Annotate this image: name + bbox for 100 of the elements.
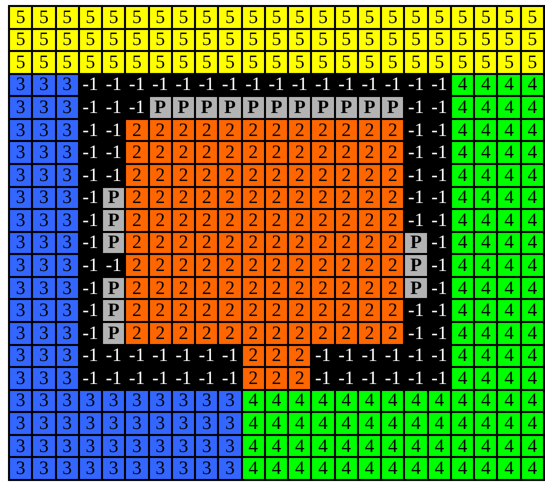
grid-cell: 5: [382, 7, 404, 28]
grid-cell: 3: [33, 278, 55, 298]
grid-cell: 2: [382, 278, 404, 298]
grid-cell: 5: [382, 52, 404, 73]
grid-cell: 3: [56, 458, 78, 479]
grid-cell: 5: [266, 52, 288, 73]
grid-cell: 4: [522, 278, 543, 298]
grid-cell: 3: [33, 436, 55, 456]
grid-cell: 2: [242, 164, 264, 186]
grid-cell: 4: [475, 232, 496, 254]
grid-cell: 4: [522, 164, 543, 186]
grid-cell: 2: [312, 210, 334, 231]
grid-cell: 2: [242, 188, 264, 208]
grid-cell: 4: [452, 164, 474, 186]
grid-cell: 4: [358, 458, 380, 479]
grid-cell: 4: [522, 390, 543, 412]
grid-cell: 4: [452, 97, 474, 118]
grid-cell: 2: [266, 120, 288, 140]
grid-cell: 3: [33, 232, 55, 254]
grid-cell: 5: [242, 52, 264, 73]
grid-cell: 3: [10, 322, 32, 344]
grid-cell: 5: [196, 30, 218, 50]
grid-cell: 2: [312, 188, 334, 208]
grid-cell: 4: [475, 436, 496, 456]
grid-cell: 2: [358, 232, 380, 254]
grid-cell: 5: [219, 30, 241, 50]
grid-cell: 2: [312, 322, 334, 344]
grid-cell: P: [103, 278, 124, 298]
grid-cell: 2: [196, 188, 218, 208]
grid-cell: 5: [358, 7, 380, 28]
grid-cell: 2: [150, 322, 171, 344]
grid-cell: 4: [475, 278, 496, 298]
grid-cell: P: [103, 188, 124, 208]
grid-cell: 5: [382, 30, 404, 50]
grid-cell: 4: [522, 188, 543, 208]
grid-cell: 2: [289, 210, 310, 231]
grid-cell: 3: [10, 390, 32, 412]
grid-cell: 3: [150, 436, 171, 456]
grid-cell: 4: [405, 413, 427, 434]
grid-cell: 4: [522, 120, 543, 140]
grid-cell: 4: [312, 436, 334, 456]
grid-cell: 4: [475, 255, 496, 276]
grid-cell: 4: [289, 458, 310, 479]
grid-cell: 3: [10, 346, 32, 366]
grid-cell: 4: [289, 390, 310, 412]
grid-cell: 2: [312, 142, 334, 163]
grid-cell: 2: [172, 255, 194, 276]
grid-cell: 2: [358, 278, 380, 298]
grid-cell: 5: [498, 52, 520, 73]
grid-cell: 2: [150, 232, 171, 254]
grid-cell: 3: [56, 322, 78, 344]
grid-cell: 2: [289, 322, 310, 344]
grid-cell: 3: [126, 390, 148, 412]
grid-cell: 3: [219, 390, 241, 412]
grid-cell: 5: [10, 30, 32, 50]
grid-cell: 5: [405, 30, 427, 50]
grid-cell: 4: [312, 390, 334, 412]
grid-cell: 2: [289, 368, 310, 389]
grid-cell: 3: [10, 188, 32, 208]
grid-cell: 2: [150, 142, 171, 163]
grid-cell: 3: [56, 413, 78, 434]
grid-cell: 3: [10, 436, 32, 456]
grid-cell: 2: [266, 278, 288, 298]
grid-cell: 4: [498, 120, 520, 140]
grid-cell: 4: [522, 322, 543, 344]
grid-cell: 2: [219, 120, 241, 140]
grid-cell: 3: [196, 458, 218, 479]
grid-cell: 2: [242, 210, 264, 231]
grid-cell: 4: [382, 413, 404, 434]
grid-cell: 4: [382, 458, 404, 479]
grid-cell: 2: [382, 300, 404, 321]
grid-cell: 4: [452, 436, 474, 456]
grid-cell: 3: [33, 164, 55, 186]
grid-cell: 4: [498, 436, 520, 456]
grid-cell: 3: [150, 413, 171, 434]
grid-cell: 2: [289, 120, 310, 140]
grid-cell: 4: [498, 188, 520, 208]
grid-cell: P: [103, 232, 124, 254]
grid-cell: 4: [336, 436, 357, 456]
grid-cell: 5: [172, 52, 194, 73]
grid-cell: 4: [242, 413, 264, 434]
grid-cell: 3: [56, 346, 78, 366]
grid-cell: 2: [336, 232, 357, 254]
grid-cell: 5: [56, 7, 78, 28]
grid-cell: 5: [219, 52, 241, 73]
grid-cell: 5: [103, 7, 124, 28]
grid-cell: 4: [382, 390, 404, 412]
grid-cell: 4: [475, 413, 496, 434]
grid-cell: 5: [219, 7, 241, 28]
grid-cell: 2: [336, 188, 357, 208]
grid-cell: 3: [33, 458, 55, 479]
grid-cell: 2: [242, 300, 264, 321]
grid-cell: 2: [289, 278, 310, 298]
grid-cell: 4: [522, 74, 543, 96]
grid-cell: 4: [405, 436, 427, 456]
grid-cell: 5: [428, 52, 450, 73]
grid-cell: 3: [80, 413, 102, 434]
grid-cell: 3: [126, 436, 148, 456]
grid-cell: 4: [475, 346, 496, 366]
grid-cell: 2: [336, 278, 357, 298]
